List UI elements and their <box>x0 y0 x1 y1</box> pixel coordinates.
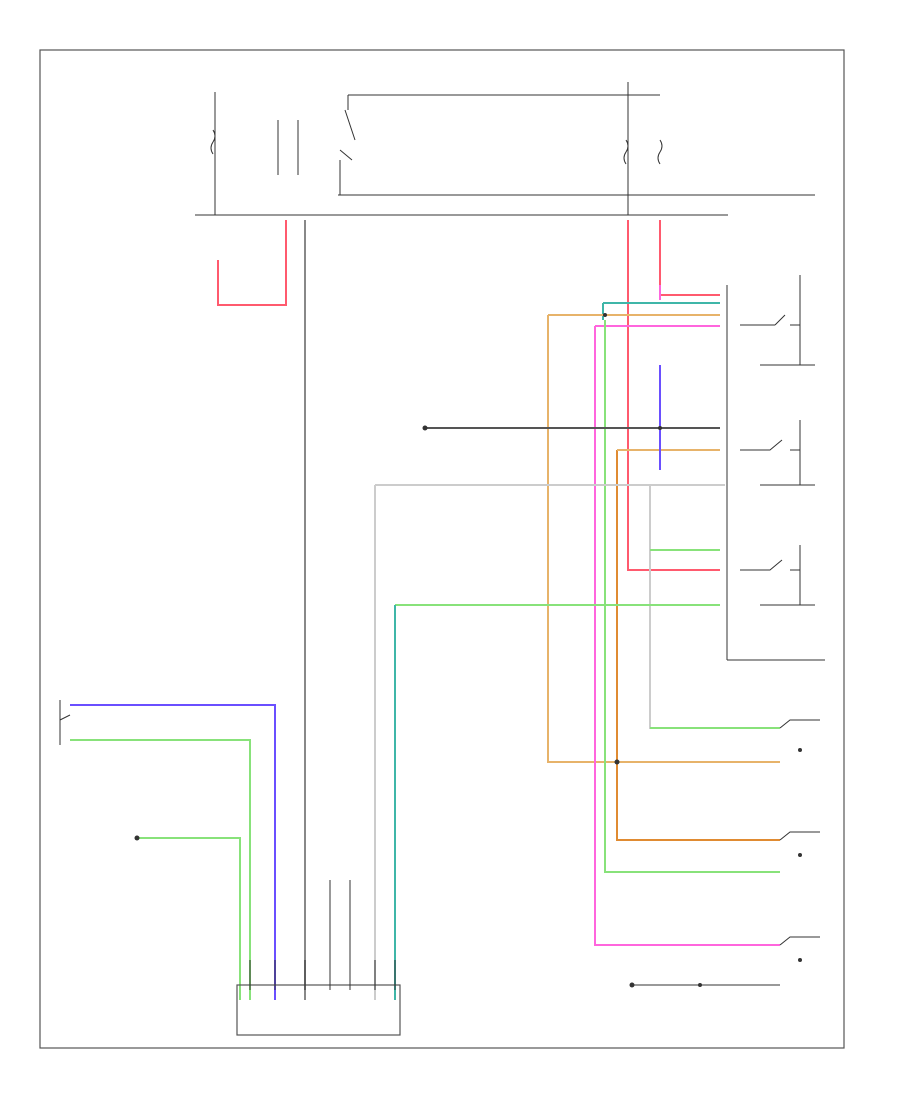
relay-switch-icon <box>339 109 356 161</box>
sensor-left <box>59 700 140 841</box>
connector-pins <box>249 880 396 990</box>
wire-green-sensor-left <box>135 837 241 1000</box>
relay-contacts <box>277 95 349 195</box>
switch-box-1 <box>726 275 825 661</box>
ecm-connector <box>236 984 401 1036</box>
wire-purple-left <box>70 704 276 1000</box>
wire-red-pink <box>659 220 720 296</box>
switch-box-3 <box>740 545 815 606</box>
switch-box-2 <box>740 420 815 486</box>
wire-gray-thin <box>649 485 780 729</box>
fuse-icon-right <box>623 139 663 165</box>
wire-orange <box>616 450 780 841</box>
diagram-frame <box>39 49 845 1049</box>
wire-red-left <box>217 220 287 306</box>
wire-tan-long <box>547 315 780 763</box>
fuse-icon-left <box>210 129 216 155</box>
wire-green-left <box>70 739 251 1000</box>
wire-red-right <box>627 220 720 571</box>
wire-green-long <box>604 320 780 873</box>
wire-pink-long <box>594 326 780 946</box>
sensor-symbols <box>779 719 820 962</box>
splice-dots <box>422 313 702 988</box>
